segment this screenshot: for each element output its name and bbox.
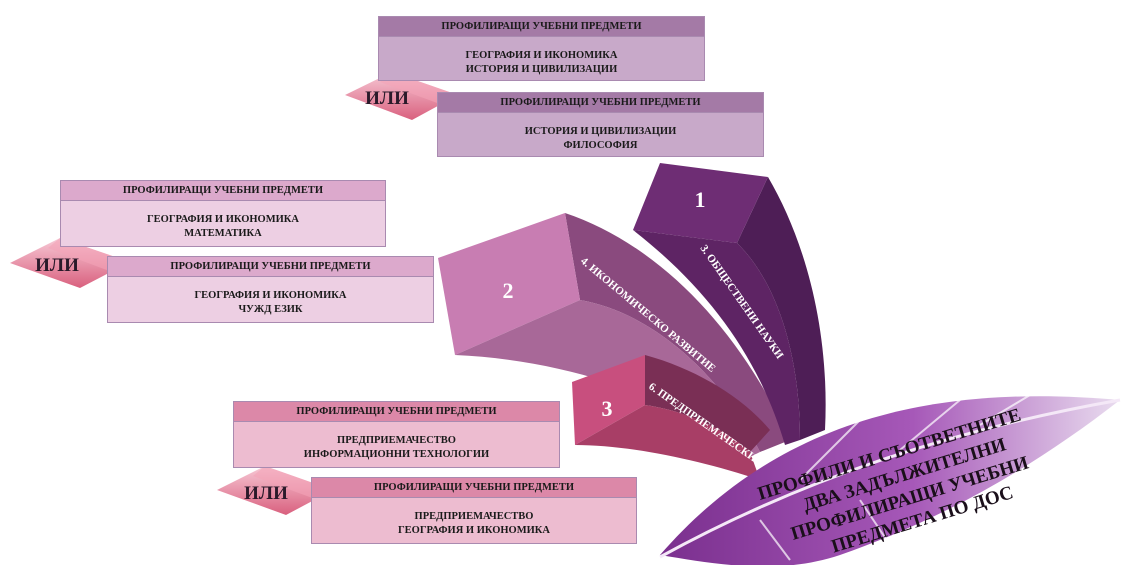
subject-card-1: ПРОФИЛИРАЩИ УЧЕБНИ ПРЕДМЕТИ ГЕОГРАФИЯ И …: [378, 16, 705, 81]
branch-1-number: 1: [695, 187, 706, 212]
subject-card-6: ПРОФИЛИРАЩИ УЧЕБНИ ПРЕДМЕТИ ПРЕДПРИЕМАЧЕ…: [311, 477, 637, 544]
or-label-2: ИЛИ: [35, 255, 79, 276]
branch-2-number: 2: [503, 278, 514, 303]
card-3-subject-2: МАТЕМАТИКА: [184, 228, 262, 239]
card-2-subject-2: ФИЛОСОФИЯ: [563, 140, 638, 151]
card-5-header: ПРОФИЛИРАЩИ УЧЕБНИ ПРЕДМЕТИ: [234, 402, 559, 422]
branch-3-number: 3: [602, 396, 613, 421]
card-5-subject-1: ПРЕДПРИЕМАЧЕСТВО: [337, 435, 456, 446]
or-label-3: ИЛИ: [244, 483, 288, 504]
card-5-subject-2: ИНФОРМАЦИОННИ ТЕХНОЛОГИИ: [303, 449, 490, 460]
card-1-subject-2: ИСТОРИЯ И ЦИВИЛИЗАЦИИ: [465, 64, 618, 75]
branch-3-arrow: [572, 355, 770, 480]
card-1-header: ПРОФИЛИРАЩИ УЧЕБНИ ПРЕДМЕТИ: [379, 17, 704, 37]
card-6-header: ПРОФИЛИРАЩИ УЧЕБНИ ПРЕДМЕТИ: [312, 478, 636, 498]
card-3-header: ПРОФИЛИРАЩИ УЧЕБНИ ПРЕДМЕТИ: [61, 181, 385, 201]
feather-shape: [659, 394, 1121, 565]
card-2-subject-1: ИСТОРИЯ И ЦИВИЛИЗАЦИИ: [524, 126, 677, 137]
subject-card-5: ПРОФИЛИРАЩИ УЧЕБНИ ПРЕДМЕТИ ПРЕДПРИЕМАЧЕ…: [233, 401, 560, 468]
card-4-subject-2: ЧУЖД ЕЗИК: [238, 304, 303, 315]
card-6-subject-2: ГЕОГРАФИЯ И ИКОНОМИКА: [397, 525, 550, 536]
card-1-subject-1: ГЕОГРАФИЯ И ИКОНОМИКА: [465, 50, 618, 61]
card-4-subject-1: ГЕОГРАФИЯ И ИКОНОМИКА: [194, 290, 347, 301]
card-4-header: ПРОФИЛИРАЩИ УЧЕБНИ ПРЕДМЕТИ: [108, 257, 433, 277]
card-3-subject-1: ГЕОГРАФИЯ И ИКОНОМИКА: [146, 214, 299, 225]
branch-1-arrow: [633, 163, 826, 445]
subject-card-2: ПРОФИЛИРАЩИ УЧЕБНИ ПРЕДМЕТИ ИСТОРИЯ И ЦИ…: [437, 92, 764, 157]
subject-card-4: ПРОФИЛИРАЩИ УЧЕБНИ ПРЕДМЕТИ ГЕОГРАФИЯ И …: [107, 256, 434, 323]
card-6-subject-1: ПРЕДПРИЕМАЧЕСТВО: [414, 511, 534, 522]
or-label-1: ИЛИ: [365, 88, 409, 109]
card-2-header: ПРОФИЛИРАЩИ УЧЕБНИ ПРЕДМЕТИ: [438, 93, 763, 113]
subject-card-3: ПРОФИЛИРАЩИ УЧЕБНИ ПРЕДМЕТИ ГЕОГРАФИЯ И …: [60, 180, 386, 247]
